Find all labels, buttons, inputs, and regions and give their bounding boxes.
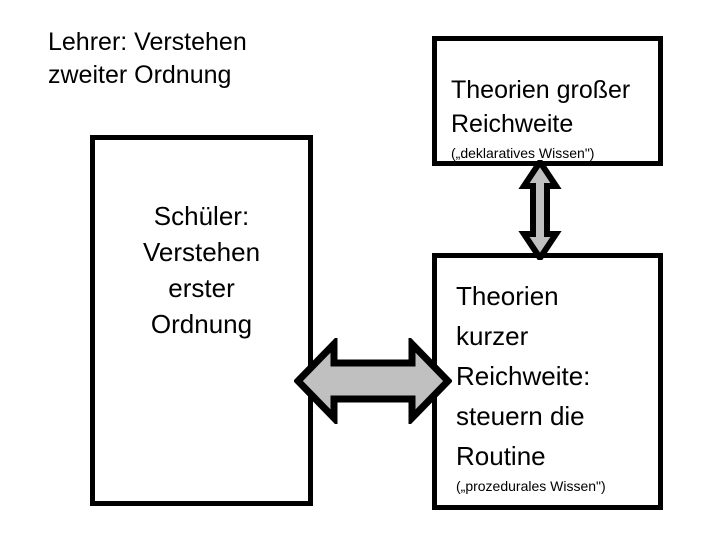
schueler-box[interactable]: Schüler: Verstehen erster Ordnung — [90, 135, 313, 506]
page-title: Lehrer: Verstehen zweiter Ordnung — [48, 28, 247, 89]
theorien-kurzer-reichweite-content: Theorien kurzer Reichweite: steuern die … — [456, 276, 652, 496]
theorien-grosser-reichweite-box[interactable]: Theorien großer Reichweite („deklarative… — [432, 36, 663, 166]
double-arrow-vertical-icon[interactable] — [512, 156, 568, 264]
theorien-grosser-reichweite-content: Theorien großer Reichweite („deklarative… — [451, 73, 650, 163]
schueler-box-label: Schüler: Verstehen erster Ordnung — [142, 201, 261, 339]
theorien-kurzer-reichweite-label: Theorien kurzer Reichweite: steuern die … — [456, 281, 591, 471]
theorien-grosser-reichweite-label: Theorien großer Reichweite — [451, 76, 631, 138]
deklaratives-wissen-note: („deklaratives Wissen") — [451, 145, 595, 161]
double-arrow-horizontal-icon[interactable] — [293, 335, 453, 427]
theorien-kurzer-reichweite-box[interactable]: Theorien kurzer Reichweite: steuern die … — [432, 253, 663, 510]
prozedurales-wissen-note: („prozedurales Wissen") — [456, 478, 606, 494]
